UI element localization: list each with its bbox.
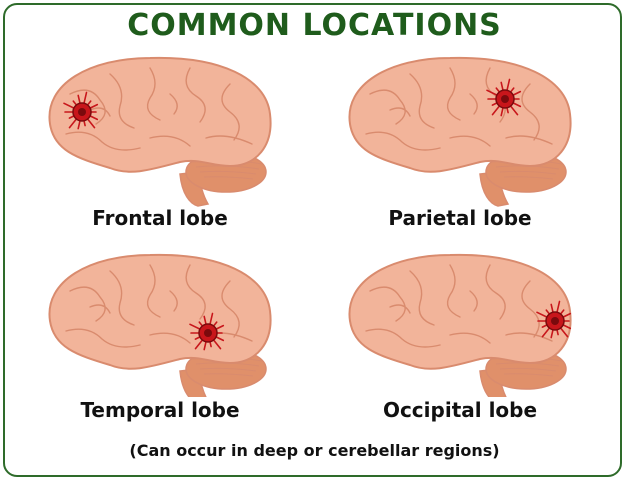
gyrus-fold xyxy=(409,270,435,326)
gyrus-fold xyxy=(505,135,553,145)
gyrus-fold xyxy=(89,304,111,314)
label-parietal-lobe: Parietal lobe xyxy=(388,206,532,230)
gyrus-fold xyxy=(369,286,406,322)
gyrus-fold xyxy=(389,107,411,117)
lesion-marker xyxy=(189,312,225,351)
cerebellum-fold xyxy=(499,170,557,175)
gyrus-fold xyxy=(169,93,178,115)
brain-group xyxy=(348,253,572,397)
lesion-center xyxy=(501,95,509,103)
footnote: (Can occur in deep or cerebellar regions… xyxy=(129,441,500,460)
gyrus-fold xyxy=(521,83,540,141)
gyrus-fold xyxy=(521,280,540,338)
cerebellum-fold xyxy=(199,170,257,175)
cerebellum-fold xyxy=(203,373,254,377)
cerebellum-fold xyxy=(203,176,254,180)
page-title: COMMON LOCATIONS xyxy=(127,8,502,43)
gyrus-fold xyxy=(449,135,491,147)
gyrus-fold xyxy=(149,332,191,344)
gyrus-fold xyxy=(65,328,141,348)
gyrus-fold xyxy=(149,135,191,147)
cerebellum-fold xyxy=(503,176,554,180)
brain-group xyxy=(348,56,572,207)
gyrus-fold xyxy=(221,280,240,338)
gyrus-fold xyxy=(365,328,441,348)
gyrus-fold xyxy=(109,73,135,129)
gyrus-fold xyxy=(409,73,435,129)
gyrus-fold xyxy=(469,93,478,115)
lesion-marker xyxy=(536,300,572,339)
brain-illustration-parietal xyxy=(348,56,572,207)
gyrus-fold xyxy=(65,131,141,151)
cerebellum-fold xyxy=(503,373,554,377)
panel-temporal: Temporal lobe xyxy=(10,245,310,445)
lesion-marker xyxy=(63,91,99,130)
panel-frontal: Frontal lobe xyxy=(10,48,310,248)
label-occipital-lobe: Occipital lobe xyxy=(382,398,538,422)
gyrus-fold xyxy=(485,264,506,320)
gyrus-fold xyxy=(469,290,478,312)
gyrus-fold xyxy=(169,290,178,312)
gyrus-fold xyxy=(146,67,161,121)
lesion-center xyxy=(551,317,559,325)
panel-occipital: Occipital lobe xyxy=(310,245,610,445)
gyrus-fold xyxy=(505,332,553,342)
gyrus-fold xyxy=(89,107,111,117)
gyrus-fold xyxy=(446,264,461,318)
label-frontal-lobe: Frontal lobe xyxy=(92,206,228,230)
gyrus-fold xyxy=(109,270,135,326)
cerebellum-fold xyxy=(199,367,257,372)
panel-parietal: Parietal lobe xyxy=(310,48,610,248)
gyrus-fold xyxy=(365,131,441,151)
gyrus-fold xyxy=(146,264,161,318)
gyrus-fold xyxy=(185,264,206,320)
gyrus-fold xyxy=(69,89,106,125)
cerebellum-fold xyxy=(499,367,557,372)
gyrus-fold xyxy=(185,67,206,123)
cerebrum-shape xyxy=(348,56,572,173)
label-temporal-lobe: Temporal lobe xyxy=(80,398,240,422)
brain-illustration-frontal xyxy=(48,56,272,207)
brain-group xyxy=(48,56,272,207)
brain-illustration-occipital xyxy=(348,253,572,397)
gyrus-fold xyxy=(389,304,411,314)
gyrus-fold xyxy=(69,286,106,322)
gyrus-fold xyxy=(369,89,406,125)
brain-group xyxy=(48,253,272,397)
gyrus-fold xyxy=(205,135,253,145)
brain-illustration-temporal xyxy=(48,253,272,397)
gyrus-fold xyxy=(446,67,461,121)
lesion-center xyxy=(204,329,212,337)
gyrus-fold xyxy=(449,332,491,344)
cerebrum-shape xyxy=(48,253,272,370)
lesion-center xyxy=(78,108,86,116)
lesion-marker xyxy=(486,78,522,117)
gyrus-fold xyxy=(221,83,240,141)
